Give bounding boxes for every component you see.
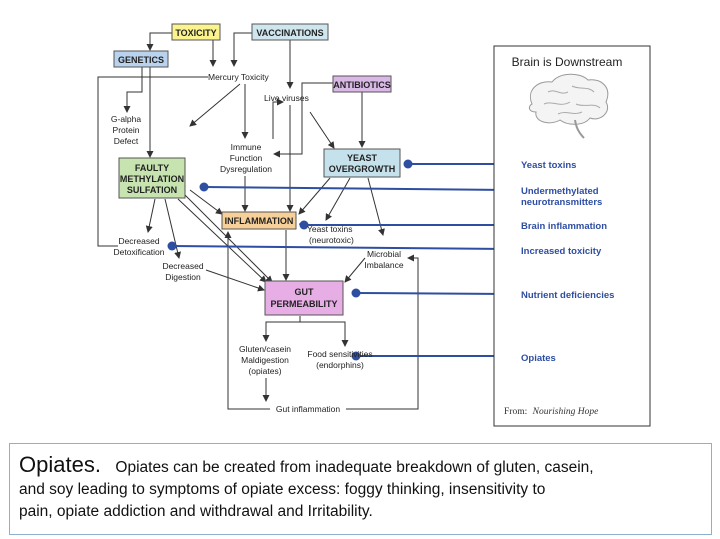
- svg-text:Digestion: Digestion: [165, 272, 201, 282]
- svg-text:Dysregulation: Dysregulation: [220, 164, 272, 174]
- gut-permeability-box: GUT PERMEABILITY: [264, 280, 344, 316]
- svg-text:GENETICS: GENETICS: [118, 55, 164, 65]
- antibiotics-box: ANTIBIOTICS: [332, 75, 392, 93]
- svg-text:ANTIBIOTICS: ANTIBIOTICS: [333, 80, 391, 90]
- svg-text:OVERGROWTH: OVERGROWTH: [329, 164, 396, 174]
- caption-title: Opiates.: [19, 452, 101, 477]
- gut-inflammation-label: Gut inflammation: [276, 404, 341, 414]
- outcome-yeast-toxins: Yeast toxins: [521, 160, 576, 171]
- svg-text:Decreased: Decreased: [162, 261, 203, 271]
- decreased-digestion-label: Decreased Digestion: [162, 261, 203, 282]
- microbial-label: Microbial Imbalance: [364, 249, 403, 270]
- svg-text:G-alpha: G-alpha: [111, 114, 142, 124]
- svg-text:Detoxification: Detoxification: [113, 247, 164, 257]
- outcome-labels: Yeast toxins Undermethylated neurotransm…: [521, 160, 614, 364]
- live-viruses-label: Live viruses: [264, 93, 309, 103]
- svg-text:TOXICITY: TOXICITY: [175, 28, 216, 38]
- svg-text:SULFATION: SULFATION: [127, 185, 177, 195]
- yeast-toxins-label: Yeast toxins (neurotoxic): [307, 224, 354, 245]
- svg-text:Imbalance: Imbalance: [364, 260, 403, 270]
- connector-arrows: [97, 32, 419, 410]
- outcome-undermethylated: Undermethylated: [521, 186, 599, 197]
- svg-text:Immune: Immune: [231, 142, 262, 152]
- source-credit: From: Nourishing Hope: [504, 407, 598, 417]
- svg-text:Gluten/casein: Gluten/casein: [239, 344, 291, 354]
- outcome-nutrient-deficiencies: Nutrient deficiencies: [521, 290, 614, 301]
- svg-text:PERMEABILITY: PERMEABILITY: [270, 299, 337, 309]
- svg-text:Function: Function: [230, 153, 263, 163]
- svg-text:INFLAMMATION: INFLAMMATION: [225, 216, 294, 226]
- svg-text:GUT: GUT: [295, 287, 315, 297]
- inflammation-box: INFLAMMATION: [221, 211, 297, 230]
- caption-line-2: and soy leading to symptoms of opiate ex…: [19, 481, 546, 498]
- food-sensitivities-label: Food sensitivities (endorphins): [307, 349, 372, 370]
- svg-text:Decreased: Decreased: [118, 236, 159, 246]
- brain-panel-title: Brain is Downstream: [512, 55, 623, 69]
- immune-label: Immune Function Dysregulation: [220, 142, 272, 174]
- svg-text:FAULTY: FAULTY: [135, 163, 169, 173]
- svg-text:Yeast toxins: Yeast toxins: [307, 224, 353, 234]
- outcome-arrows: [171, 160, 509, 360]
- svg-text:VACCINATIONS: VACCINATIONS: [256, 28, 323, 38]
- g-alpha-label: G-alpha Protein Defect: [111, 114, 142, 146]
- svg-text:(opiates): (opiates): [248, 366, 281, 376]
- svg-text:YEAST: YEAST: [347, 153, 378, 163]
- toxicity-box: TOXICITY: [171, 23, 221, 41]
- yeast-overgrowth-box: YEAST OVERGROWTH: [323, 148, 401, 178]
- svg-text:METHYLATION: METHYLATION: [120, 174, 184, 184]
- svg-text:Maldigestion: Maldigestion: [241, 355, 289, 365]
- caption-line-3: pain, opiate addiction and withdrawal an…: [19, 503, 373, 520]
- svg-text:(endorphins): (endorphins): [316, 360, 364, 370]
- svg-text:Protein: Protein: [113, 125, 140, 135]
- svg-text:(neurotoxic): (neurotoxic): [309, 235, 354, 245]
- svg-text:Food sensitivities: Food sensitivities: [307, 349, 372, 359]
- caption-box: Opiates. Opiates can be created from ina…: [9, 443, 712, 535]
- outcome-increased-toxicity: Increased toxicity: [521, 246, 602, 257]
- genetics-box: GENETICS: [113, 50, 169, 68]
- diagram-labels: Mercury Toxicity Live viruses G-alpha Pr…: [111, 72, 404, 414]
- outcome-dots: [167, 159, 413, 361]
- svg-text:neurotransmitters: neurotransmitters: [521, 197, 602, 208]
- faulty-methylation-box: FAULTY METHYLATION SULFATION: [118, 157, 186, 199]
- svg-text:Defect: Defect: [114, 136, 139, 146]
- vaccinations-box: VACCINATIONS: [251, 23, 329, 41]
- outcome-brain-inflammation: Brain inflammation: [521, 221, 607, 232]
- gluten-casein-label: Gluten/casein Maldigestion (opiates): [239, 344, 291, 376]
- caption-line-1: Opiates can be created from inadequate b…: [115, 459, 594, 476]
- mercury-toxicity-label: Mercury Toxicity: [208, 72, 270, 82]
- diagram: TOXICITY VACCINATIONS GENETICS ANTIBIOTI…: [97, 23, 651, 427]
- brain-icon: [528, 73, 609, 139]
- svg-text:Microbial: Microbial: [367, 249, 401, 259]
- outcome-opiates: Opiates: [521, 353, 556, 364]
- brain-panel: Brain is Downstream Yeast toxins Underme…: [493, 45, 651, 427]
- decreased-detox-label: Decreased Detoxification: [113, 236, 164, 257]
